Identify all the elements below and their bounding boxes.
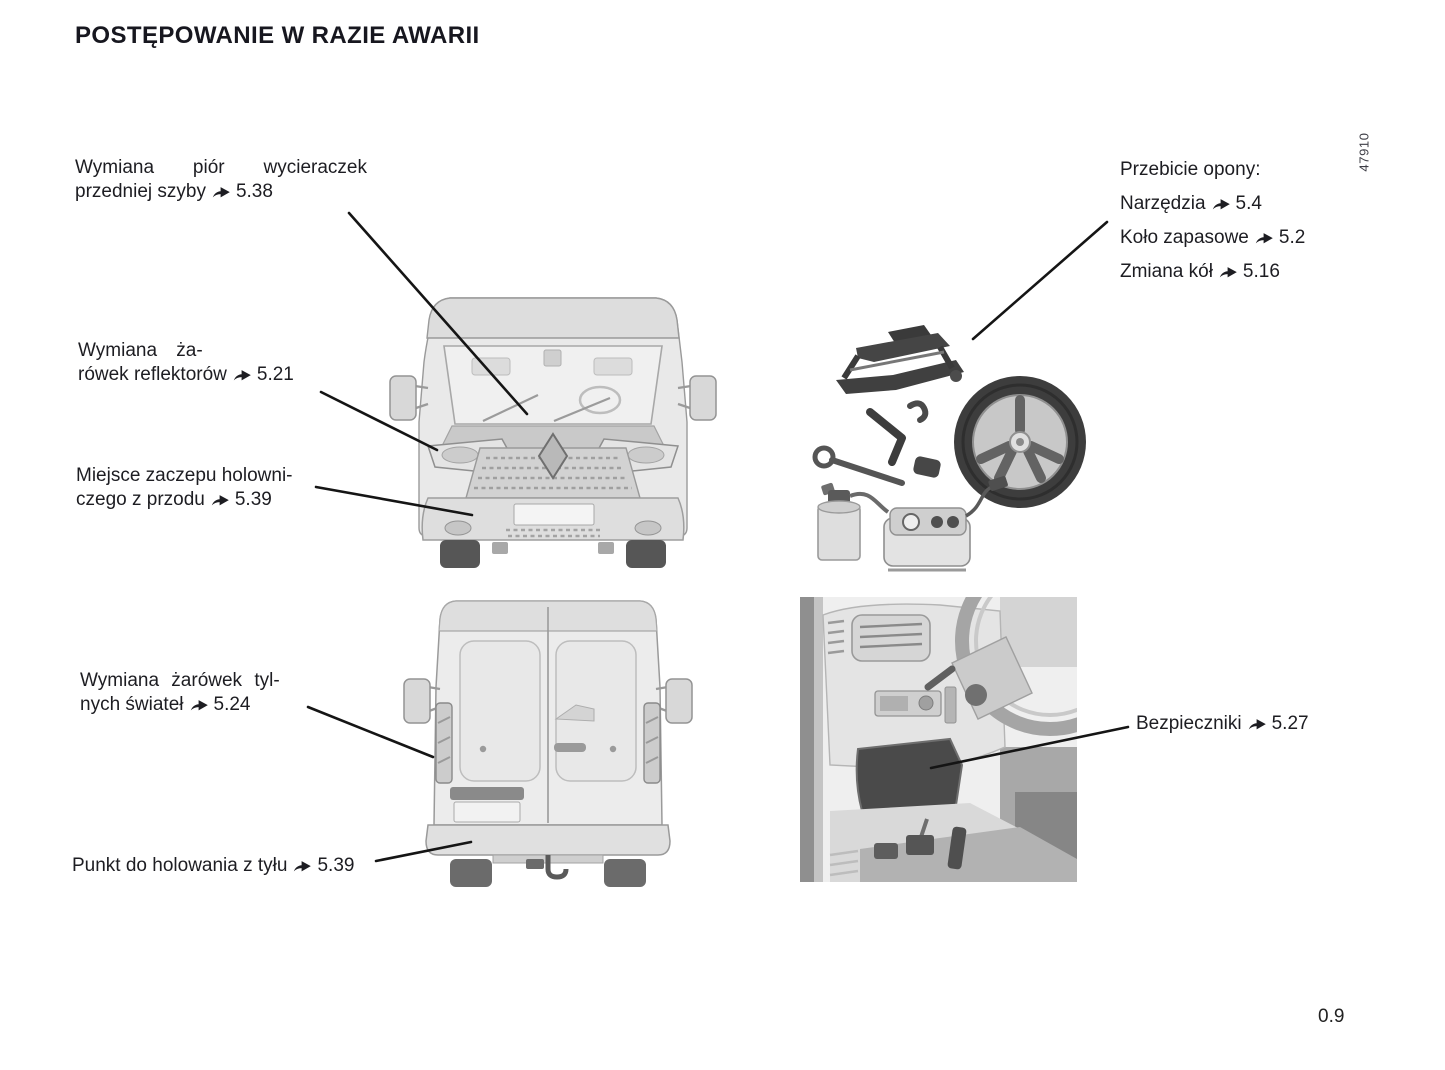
door-handle bbox=[554, 743, 586, 752]
towing-eye bbox=[812, 445, 905, 486]
air-vent bbox=[851, 614, 931, 662]
label-fuses: Bezpieczniki 5.27 bbox=[1136, 712, 1309, 736]
figure-number: 47910 bbox=[1356, 132, 1372, 172]
section-reference: 5.2 bbox=[1278, 227, 1306, 248]
rearview-mirror bbox=[543, 349, 562, 367]
section-reference: 5.38 bbox=[235, 181, 273, 202]
section-reference: 5.4 bbox=[1235, 193, 1262, 214]
hook-tool bbox=[907, 400, 929, 423]
label-text: Koło zapasowe bbox=[1120, 227, 1249, 248]
section-reference-arrow-icon bbox=[1212, 199, 1230, 210]
radio-panel bbox=[874, 690, 942, 717]
front-bumper bbox=[421, 497, 685, 541]
front-wheels bbox=[440, 540, 666, 568]
stalk-lever bbox=[924, 665, 956, 691]
rear-van-illustration bbox=[403, 600, 693, 887]
flat-tyre-item-changing-wheel: Zmiana kół 5.16 bbox=[1120, 255, 1305, 289]
tyre-tools-illustration bbox=[812, 325, 1086, 572]
licence-plate-area bbox=[450, 787, 524, 823]
flat-tyre-item-spare-wheel: Koło zapasowe 5.2 bbox=[1120, 221, 1305, 255]
label-text-line: Punkt do holowania z tyłu 5.39 bbox=[72, 854, 354, 878]
wheel-bolt-adapter bbox=[913, 456, 941, 478]
label-text: przedniej szyby bbox=[75, 181, 206, 202]
jack bbox=[836, 325, 964, 394]
label-text: Wymiana piór wycieraczek bbox=[75, 157, 367, 178]
label-text: Miejsce zaczepu holowni- bbox=[76, 465, 293, 486]
label-headlight-bulb-replacement: Wymiana ża- rówek reflektorów 5.21 bbox=[78, 339, 340, 387]
section-reference: 5.39 bbox=[317, 855, 355, 876]
section-reference: 5.16 bbox=[1242, 261, 1280, 282]
label-text-line2: rówek reflektorów 5.21 bbox=[78, 363, 340, 387]
section-reference: 5.39 bbox=[234, 489, 272, 510]
section-reference: 5.24 bbox=[213, 694, 251, 715]
tow-hitch bbox=[526, 855, 569, 880]
renault-logo-icon bbox=[537, 432, 569, 480]
front-van-illustration bbox=[389, 297, 717, 568]
dashboard-illustration bbox=[800, 597, 1077, 882]
page-number: 0.9 bbox=[1318, 1006, 1345, 1027]
label-text: Wymiana żarówek tyl- bbox=[80, 670, 280, 691]
wiper-blade bbox=[553, 396, 611, 423]
floor bbox=[860, 827, 1077, 882]
label-text-line2: nych świateł 5.24 bbox=[80, 693, 330, 717]
section-reference-arrow-icon bbox=[233, 370, 251, 381]
fog-light-right bbox=[634, 520, 662, 536]
label-text-line: Bezpieczniki 5.27 bbox=[1136, 712, 1309, 736]
label-text: Punkt do holowania z tyłu bbox=[72, 855, 288, 876]
rear-wheels bbox=[450, 859, 646, 887]
fog-light-left bbox=[444, 520, 472, 536]
flat-tyre-item-tools: Narzędzia 5.4 bbox=[1120, 187, 1305, 221]
van-windshield bbox=[443, 345, 663, 425]
label-text: rówek reflektorów bbox=[78, 364, 227, 385]
section-reference-arrow-icon bbox=[190, 700, 208, 711]
section-reference-arrow-icon bbox=[211, 495, 229, 506]
page-title: POSTĘPOWANIE W RAZIE AWARII bbox=[75, 22, 480, 49]
section-reference: 5.21 bbox=[256, 364, 294, 385]
flat-tyre-heading: Przebicie opony: bbox=[1120, 159, 1261, 180]
label-text: czego z przodu bbox=[76, 489, 205, 510]
power-plug bbox=[988, 475, 1008, 491]
rear-doors bbox=[459, 640, 637, 782]
section-reference-arrow-icon bbox=[1255, 233, 1273, 244]
fuse-box-cover bbox=[855, 737, 964, 813]
sealant-canister bbox=[817, 482, 890, 561]
door-pillar bbox=[800, 597, 814, 882]
label-text: Wymiana ża- bbox=[78, 340, 203, 361]
section-reference: 5.27 bbox=[1271, 713, 1309, 734]
pressure-gauge bbox=[902, 513, 920, 531]
label-flat-tyre-group: Przebicie opony: Narzędzia 5.4 Koło zapas… bbox=[1120, 153, 1305, 289]
label-text: Bezpieczniki bbox=[1136, 713, 1242, 734]
van-roof bbox=[426, 297, 680, 339]
label-rear-light-bulb-replacement: Wymiana żarówek tyl- nych świateł 5.24 bbox=[80, 669, 330, 717]
tyre-inflator-compressor bbox=[883, 475, 1008, 572]
side-vent-slats bbox=[827, 619, 845, 655]
label-text-line2: przedniej szyby 5.38 bbox=[75, 180, 367, 204]
front-grille bbox=[465, 432, 641, 499]
label-rear-towing-point: Punkt do holowania z tyłu 5.39 bbox=[72, 854, 354, 878]
label-text: nych świateł bbox=[80, 694, 184, 715]
spare-wheel bbox=[954, 376, 1086, 508]
label-wiper-blade-replacement: Wymiana piór wycieraczek przedniej szyby… bbox=[75, 156, 367, 204]
label-front-towing-point: Miejsce zaczepu holowni- czego z przodu 5… bbox=[76, 464, 358, 512]
label-text-line2: czego z przodu 5.39 bbox=[76, 488, 358, 512]
floor-mat-ridges bbox=[829, 849, 859, 877]
section-reference-arrow-icon bbox=[212, 187, 230, 198]
section-reference-arrow-icon bbox=[1248, 719, 1266, 730]
pedals bbox=[874, 818, 967, 870]
label-text: Zmiana kół bbox=[1120, 261, 1213, 282]
tail-lights bbox=[435, 702, 661, 784]
section-reference-arrow-icon bbox=[294, 861, 312, 872]
ignition-slot bbox=[944, 686, 957, 724]
hex-key bbox=[866, 408, 906, 466]
section-reference-arrow-icon bbox=[1219, 267, 1237, 278]
label-text: Narzędzia bbox=[1120, 193, 1206, 214]
